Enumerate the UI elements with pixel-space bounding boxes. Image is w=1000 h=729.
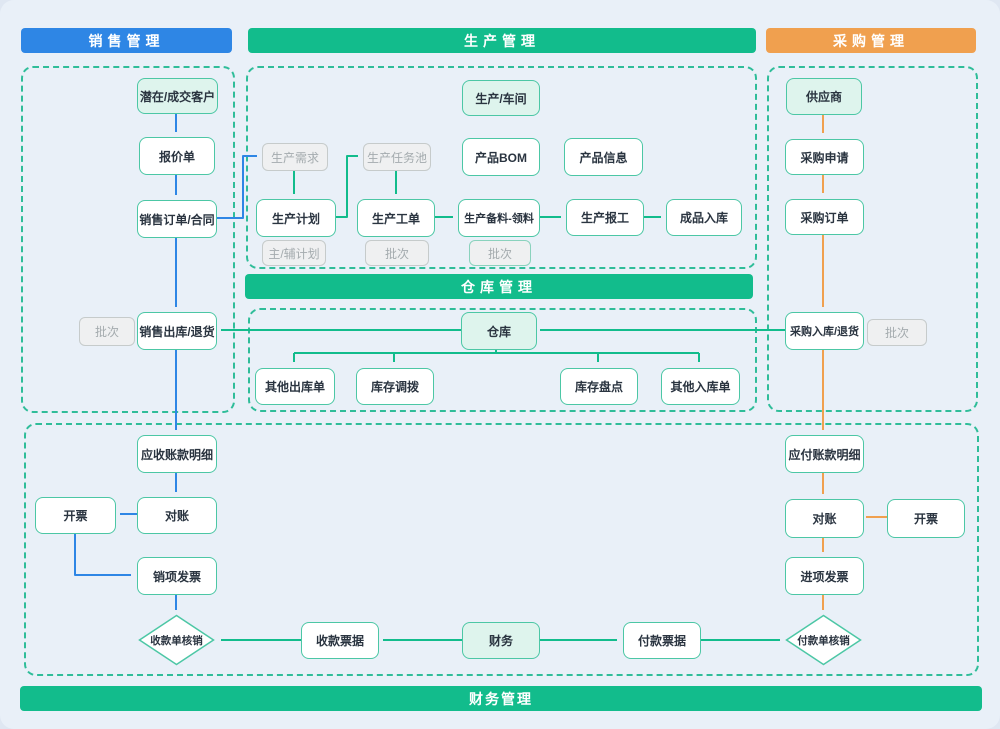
node-ap-detail: 应付账款明细 — [785, 435, 864, 473]
node-ar-detail: 应收账款明细 — [137, 435, 217, 473]
node-other-in: 其他入库单 — [661, 368, 740, 405]
group-purchase — [767, 66, 978, 412]
node-product-bom: 产品BOM — [462, 138, 540, 176]
group-warehouse — [248, 308, 757, 412]
group-production — [246, 66, 757, 269]
chip-prod-demand: 生产需求 — [262, 143, 328, 171]
node-sales-out: 销售出库/退货 — [137, 312, 217, 350]
section-header-sales: 销售管理 — [21, 28, 232, 53]
node-reconcile-left: 对账 — [137, 497, 217, 534]
node-purchase-request: 采购申请 — [785, 139, 864, 175]
chip-main-aux-plan: 主/辅计划 — [262, 240, 326, 266]
node-other-out: 其他出库单 — [255, 368, 335, 405]
node-warehouse: 仓库 — [461, 312, 537, 350]
node-purchase-in: 采购入库/退货 — [785, 312, 864, 350]
node-workshop: 生产/车间 — [462, 80, 540, 116]
node-prod-report: 生产报工 — [566, 199, 644, 236]
node-stock-transfer: 库存调拨 — [356, 368, 434, 405]
node-input-invoice: 进项发票 — [785, 557, 864, 595]
node-payment-bill: 付款票据 — [623, 622, 701, 659]
diamond-label: 收款单核销 — [150, 634, 203, 647]
node-receipt-verify: 收款单核销 — [138, 614, 215, 666]
arrow-prod-plan-to-task-pool — [334, 155, 358, 218]
arrow-sales-order-to-prod-demand — [215, 155, 257, 219]
chip-batch-order: 批次 — [365, 240, 429, 266]
section-header-production: 生产管理 — [248, 28, 756, 53]
chip-batch-sales: 批次 — [79, 317, 135, 346]
node-sales-order: 销售订单/合同 — [137, 200, 217, 238]
node-stock-check: 库存盘点 — [560, 368, 638, 405]
node-supplier: 供应商 — [786, 78, 862, 115]
node-invoice-left: 开票 — [35, 497, 116, 534]
chip-prod-task-pool: 生产任务池 — [363, 143, 431, 171]
chip-batch-purchase: 批次 — [867, 319, 927, 346]
chip-batch-material: 批次 — [469, 240, 531, 266]
node-reconcile-right: 对账 — [785, 499, 864, 538]
node-prod-material: 生产备料-领料 — [458, 199, 540, 237]
node-finished-in: 成品入库 — [666, 199, 742, 236]
node-customer: 潜在/成交客户 — [137, 78, 218, 114]
node-payment-verify: 付款单核销 — [785, 614, 862, 666]
section-header-warehouse: 仓库管理 — [245, 274, 753, 299]
node-prod-order: 生产工单 — [357, 199, 435, 237]
node-invoice-right: 开票 — [887, 499, 965, 538]
diamond-shape — [138, 614, 215, 666]
diamond-label: 付款单核销 — [797, 634, 850, 647]
node-purchase-order: 采购订单 — [785, 199, 864, 235]
arrow-invoice-left-to-sales-invoice — [74, 532, 131, 576]
node-sales-invoice: 销项发票 — [137, 557, 217, 595]
node-finance-hub: 财务 — [462, 622, 540, 659]
section-header-purchase: 采购管理 — [766, 28, 976, 53]
node-prod-plan: 生产计划 — [256, 199, 336, 237]
diamond-shape — [785, 614, 862, 666]
section-header-finance: 财务管理 — [20, 686, 982, 711]
node-product-info: 产品信息 — [564, 138, 643, 176]
node-quotation: 报价单 — [139, 137, 215, 175]
group-finance — [24, 423, 979, 676]
node-receipt-bill: 收款票据 — [301, 622, 379, 659]
group-sales — [21, 66, 235, 413]
